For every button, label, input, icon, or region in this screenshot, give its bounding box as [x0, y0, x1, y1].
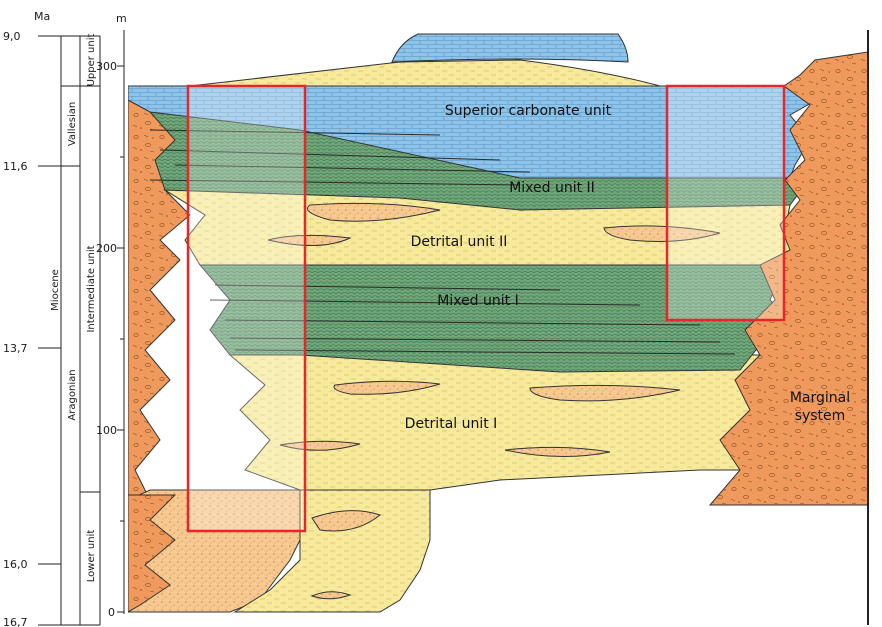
label-superior-carbonate-unit: Superior carbonate unit: [445, 103, 612, 119]
age-tick: 13,7: [3, 342, 28, 355]
age-axis-unit: Ma: [34, 10, 50, 23]
detrital-unit-i: [230, 355, 775, 490]
height-tick: 300: [96, 60, 117, 73]
unit-label-lower: Lower unit: [86, 530, 97, 583]
age-tick: 11,6: [3, 160, 28, 173]
height-tick: 0: [108, 606, 115, 619]
highlight-box-left: [188, 86, 305, 531]
age-tick: 16,0: [3, 558, 28, 571]
height-axis: m 300 200 100 0: [96, 12, 127, 619]
top-detrital-cap: [190, 60, 660, 86]
unit-label-intermediate: Intermediate unit: [86, 245, 97, 332]
stage-label-vallesian: Vallesian: [67, 102, 78, 146]
label-marginal-system-line1: Marginal: [790, 390, 850, 406]
height-tick: 100: [96, 424, 117, 437]
label-mixed-unit-i: Mixed unit I: [437, 293, 518, 309]
stratigraphic-column: Ma 9,0 11,6 13,7 16,0 16,7 Miocene Valle…: [3, 10, 100, 627]
label-mixed-unit-ii: Mixed unit II: [509, 180, 595, 196]
label-detrital-unit-ii: Detrital unit II: [411, 234, 508, 250]
label-detrital-unit-i: Detrital unit I: [405, 416, 498, 432]
height-axis-unit: m: [116, 12, 127, 25]
label-marginal-system-line2: system: [795, 408, 846, 424]
stage-label-aragonian: Aragonian: [67, 369, 78, 420]
top-carbonate-butte: [392, 34, 628, 62]
section-body: [128, 34, 868, 612]
highlight-box-right: [667, 86, 784, 320]
epoch-label: Miocene: [50, 269, 61, 311]
height-tick: 200: [96, 242, 117, 255]
age-tick: 16,7: [3, 616, 28, 627]
age-tick: 9,0: [3, 30, 21, 43]
